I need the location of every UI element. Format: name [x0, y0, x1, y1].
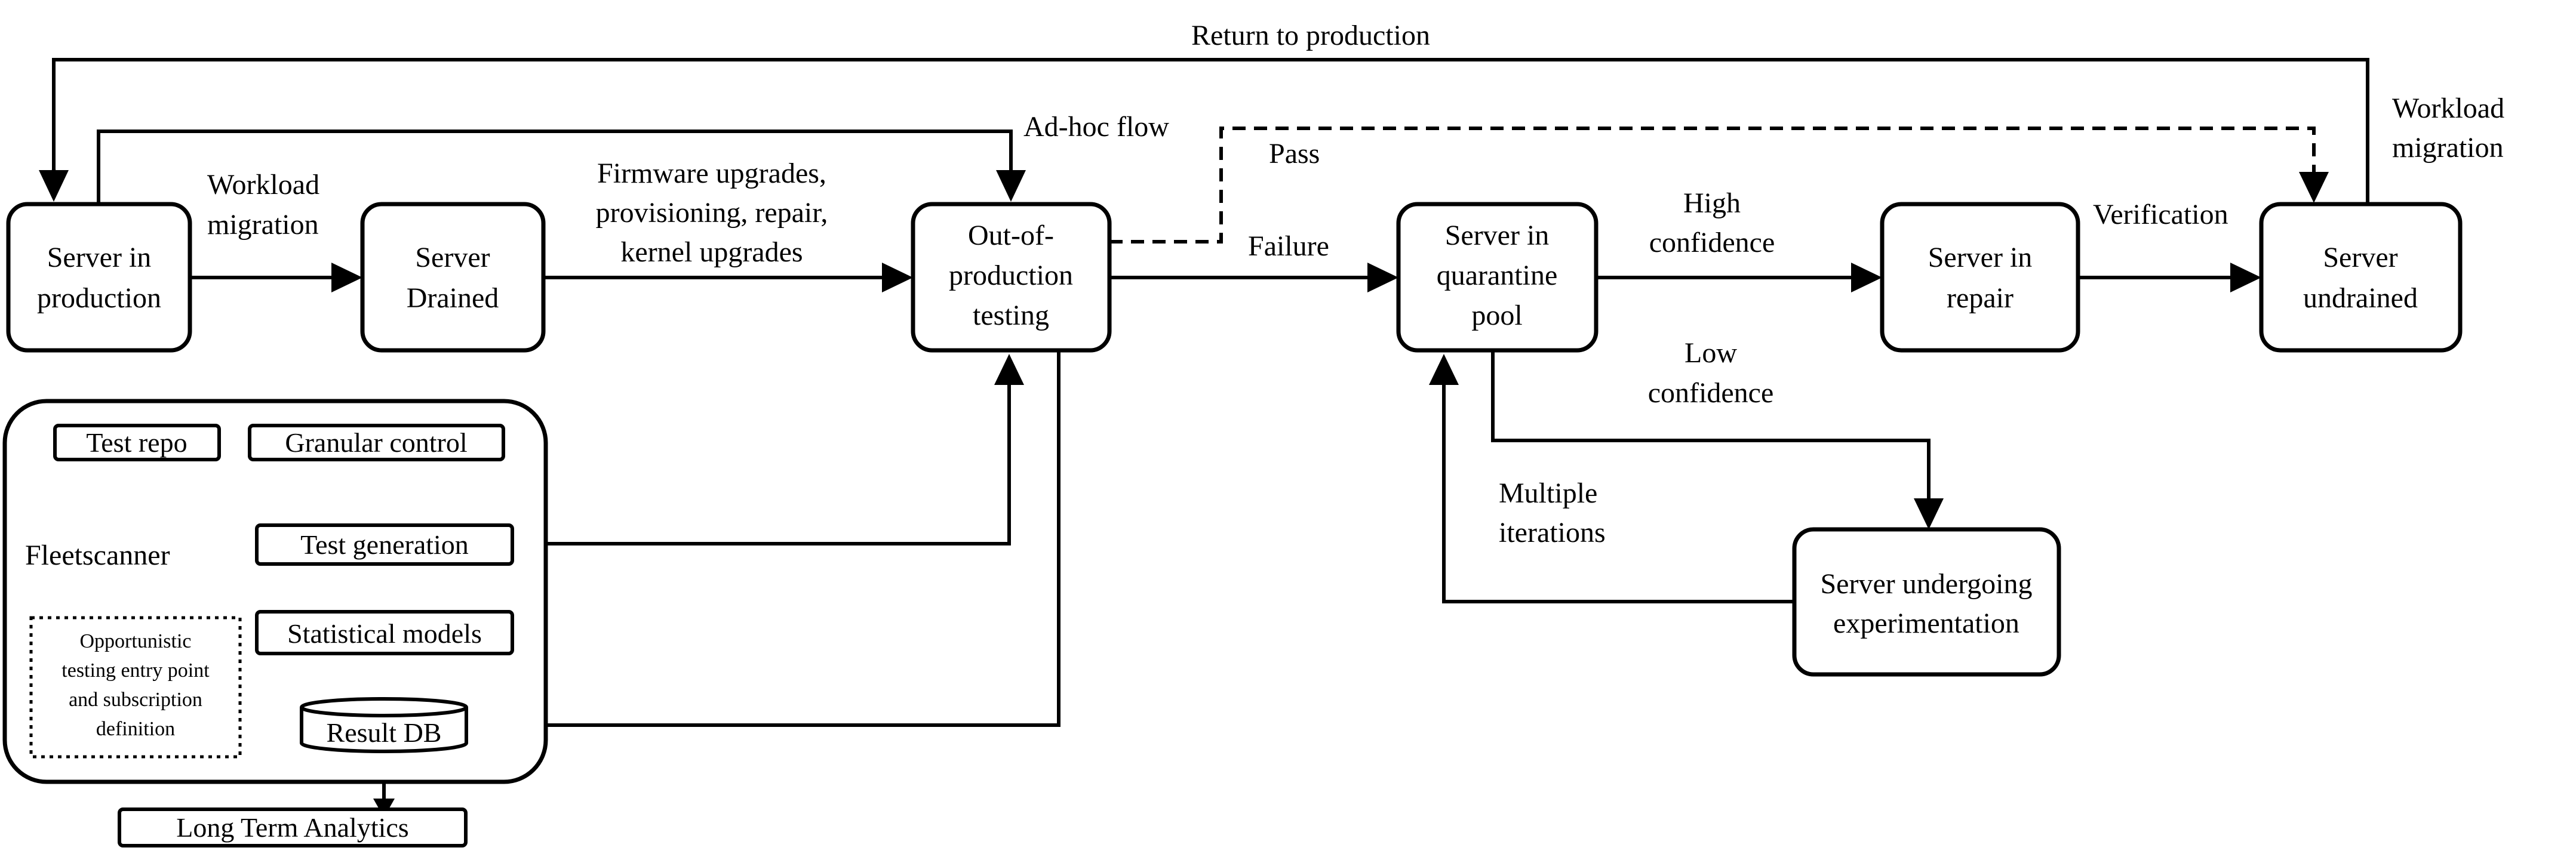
label-pass: Pass [1269, 138, 1320, 169]
node-server-in-quarantine-pool: Server in quarantine pool [1396, 202, 1599, 353]
node-label-line: Server in [1928, 242, 2033, 273]
label-multiple-iterations: Multiple [1499, 477, 1597, 509]
node-label-line: Server in [1445, 220, 1550, 251]
edge-oop-to-resultdb [478, 350, 1060, 727]
edge-pass [1109, 127, 2316, 244]
node-label-line: repair [1947, 282, 2014, 314]
node-label-line: production [37, 282, 161, 314]
label-workload-migration-left: migration [207, 209, 319, 241]
node-label-line: testing [973, 300, 1049, 331]
arrowhead-iterations [1429, 354, 1459, 385]
label-workload-migration-left: Workload [207, 169, 319, 201]
label-low-confidence: Low [1684, 337, 1737, 369]
fleetscanner-label: Fleetscanner [25, 540, 170, 571]
label-adhoc-flow: Ad-hoc flow [1023, 111, 1169, 143]
arrowhead-adhoc [996, 170, 1026, 202]
label-firmware: kernel upgrades [620, 236, 803, 268]
node-label-line: Drained [407, 282, 499, 314]
label-failure: Failure [1248, 230, 1329, 262]
edge-return-to-production [51, 58, 2369, 204]
test-repo-box: Test repo [53, 424, 221, 461]
node-out-of-production-testing: Out-of- production testing [911, 202, 1112, 353]
label-workload-migration-right: migration [2392, 132, 2504, 164]
granular-control-label: Granular control [285, 427, 467, 458]
node-label-line: Server in [47, 242, 152, 273]
note-line: testing entry point [62, 659, 210, 682]
arrowhead-undrained [2230, 263, 2261, 292]
node-label-line: Server [2323, 242, 2397, 273]
label-return-to-production: Return to production [1191, 20, 1430, 51]
edge-testgen-to-oop [512, 382, 1011, 545]
edge-adhoc-flow [97, 130, 1013, 204]
long-term-analytics-box: Long Term Analytics [118, 807, 468, 847]
label-firmware: provisioning, repair, [596, 197, 828, 229]
label-multiple-iterations: iterations [1499, 517, 1606, 548]
fleetscanner-container: Fleetscanner Test repo Granular control … [2, 399, 548, 784]
note-line: Opportunistic [80, 630, 192, 652]
edge-labels: Return to production Workload migration … [207, 20, 2504, 548]
edge-low-confidence [1491, 350, 1931, 501]
node-label-line: Out-of- [968, 220, 1054, 251]
node-server-in-production: Server in production [6, 202, 192, 353]
node-server-undergoing-experimentation: Server undergoing experimentation [1792, 527, 2061, 677]
node-label-line: Server undergoing [1820, 568, 2032, 600]
arrowhead-drained [331, 263, 362, 292]
result-db-label: Result DB [327, 717, 442, 748]
node-label-line: undrained [2303, 282, 2418, 314]
node-server-in-repair: Server in repair [1880, 202, 2080, 353]
arrowhead-pass [2299, 172, 2329, 203]
arrowhead-oop [882, 263, 913, 292]
note-line: and subscription [69, 689, 202, 711]
node-server-undrained: Server undrained [2259, 202, 2463, 353]
test-generation-label: Test generation [300, 529, 469, 560]
long-term-analytics-label: Long Term Analytics [176, 812, 408, 843]
statistical-models-box: Statistical models [255, 610, 514, 655]
note-line: definition [96, 718, 175, 740]
node-label-line: quarantine [1437, 260, 1558, 291]
node-label-line: experimentation [1833, 608, 2019, 639]
label-low-confidence: confidence [1648, 377, 1774, 409]
label-verification: Verification [2093, 199, 2228, 230]
label-high-confidence: High [1683, 187, 1741, 219]
node-label-line: pool [1471, 300, 1522, 331]
arrowhead-repair [1851, 263, 1882, 292]
statistical-models-label: Statistical models [287, 618, 482, 649]
arrowhead-quarantine [1367, 263, 1398, 292]
arrowhead-return [39, 170, 69, 202]
opportunistic-testing-note: Opportunistic testing entry point and su… [29, 616, 242, 759]
test-repo-label: Test repo [86, 427, 187, 458]
arrowhead-experiment [1914, 498, 1944, 529]
granular-control-box: Granular control [248, 424, 505, 461]
label-firmware: Firmware upgrades, [597, 158, 826, 189]
node-server-drained: Server Drained [360, 202, 546, 353]
result-db-cylinder: Result DB [300, 697, 468, 753]
arrowhead-testgen-oop [994, 354, 1024, 385]
label-high-confidence: confidence [1649, 227, 1775, 258]
node-label-line: Server [415, 242, 490, 273]
test-generation-box: Test generation [255, 523, 514, 566]
edge-multiple-iterations [1442, 382, 1794, 603]
label-workload-migration-right: Workload [2392, 93, 2504, 124]
node-label-line: production [949, 260, 1073, 291]
